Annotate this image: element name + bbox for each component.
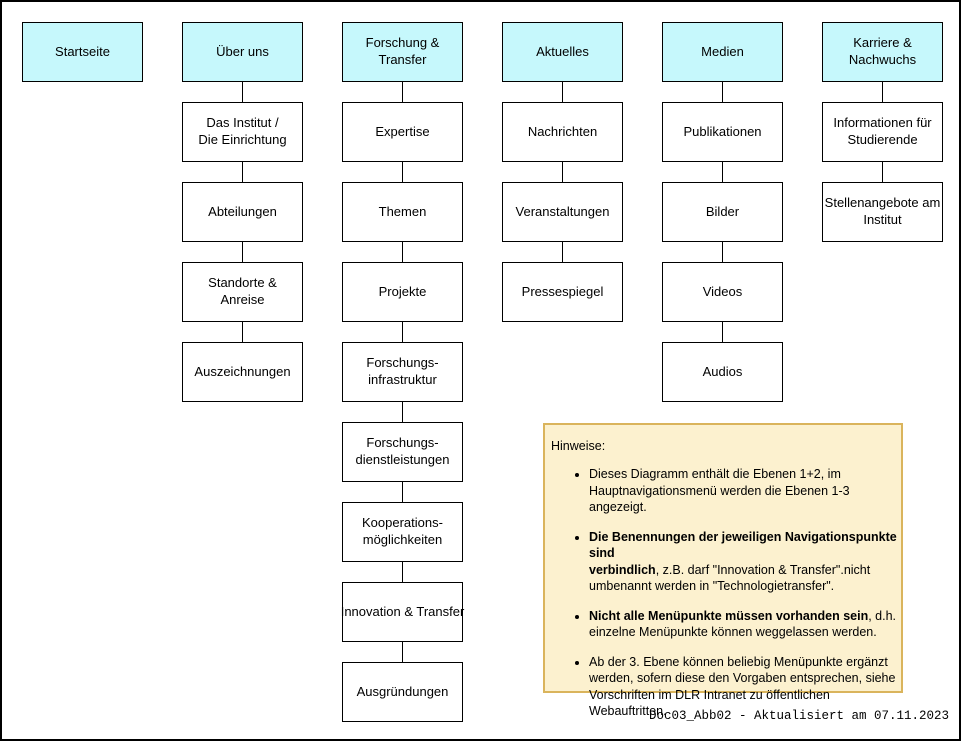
nav-node-startseite: Startseite [22,22,143,82]
connector-line [562,162,563,182]
nav-node-forschung-transfer: Forschung & Transfer [342,22,463,82]
nav-subnode-themen: Themen [342,182,463,242]
connector-line [722,322,723,342]
connector-line [722,242,723,262]
notes-list: Dieses Diagramm enthält die Ebenen 1+2, … [550,466,909,720]
nav-subnode-forschungsdienstleistungen: Forschungs- dienstleistungen [342,422,463,482]
footer-caption: Doc03_Abb02 - Aktualisiert am 07.11.2023 [648,709,949,723]
connector-line [402,482,403,502]
connector-line [402,402,403,422]
nav-subnode-publikationen: Publikationen [662,102,783,162]
nav-subnode-videos: Videos [662,262,783,322]
nav-subnode-ausgruendungen: Ausgründungen [342,662,463,722]
nav-subnode-bilder: Bilder [662,182,783,242]
nav-node-ueber-uns: Über uns [182,22,303,82]
note-bullet-3: Nicht alle Menüpunkte müssen vorhanden s… [589,608,909,641]
connector-line [402,322,403,342]
nav-subnode-projekte: Projekte [342,262,463,322]
connector-line [882,162,883,182]
nav-subnode-innovation-transfer: Innovation & Transfer [341,582,464,642]
connector-line [402,82,403,102]
nav-node-medien: Medien [662,22,783,82]
connector-line [722,82,723,102]
connector-line [402,562,403,582]
connector-line [242,322,243,342]
nav-subnode-veranstaltungen: Veranstaltungen [502,182,623,242]
connector-line [242,82,243,102]
connector-line [242,162,243,182]
connector-line [562,242,563,262]
connector-line [562,82,563,102]
nav-subnode-das-institut: Das Institut / Die Einrichtung [182,102,303,162]
nav-subnode-nachrichten: Nachrichten [502,102,623,162]
note-bullet-2: Die Benennungen der jeweiligen Navigatio… [589,529,909,595]
connector-line [882,82,883,102]
connector-line [402,242,403,262]
notes-panel: Hinweise: Dieses Diagramm enthält die Eb… [543,423,903,718]
nav-subnode-pressespiegel: Pressespiegel [502,262,623,322]
nav-subnode-kooperationsmoeglichkeiten: Kooperations- möglichkeiten [342,502,463,562]
connector-line [402,642,403,662]
note-bullet-4: Ab der 3. Ebene können beliebig Menüpunk… [589,654,909,720]
notes-title: Hinweise: [551,439,606,453]
nav-subnode-auszeichnungen: Auszeichnungen [182,342,303,402]
nav-subnode-informationen-studierende: Informationen für Studierende [822,102,943,162]
nav-subnode-expertise: Expertise [342,102,463,162]
connector-line [722,162,723,182]
nav-subnode-standorte-anreise: Standorte & Anreise [182,262,303,322]
connector-line [242,242,243,262]
nav-node-aktuelles: Aktuelles [502,22,623,82]
nav-subnode-forschungsinfrastruktur: Forschungs- infrastruktur [342,342,463,402]
nav-subnode-audios: Audios [662,342,783,402]
connector-line [402,162,403,182]
nav-node-karriere-nachwuchs: Karriere & Nachwuchs [822,22,943,82]
nav-subnode-stellenangebote: Stellenangebote am Institut [822,182,943,242]
note-bullet-1: Dieses Diagramm enthält die Ebenen 1+2, … [589,466,909,516]
nav-subnode-abteilungen: Abteilungen [182,182,303,242]
